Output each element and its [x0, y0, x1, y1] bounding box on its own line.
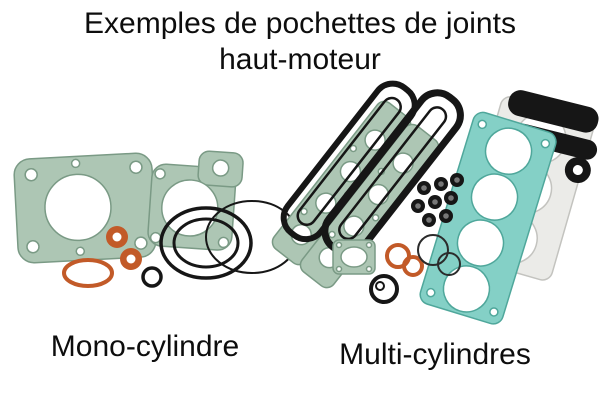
mono-base-gasket [147, 150, 244, 251]
page-title: Exemples de pochettes de joints haut-mot… [0, 6, 600, 78]
multi-o-rings [369, 234, 461, 304]
page-title-line1: Exemples de pochettes de joints [84, 7, 516, 40]
copper-washers [62, 226, 142, 288]
caption-multi-cylindres: Multi-cylindres [339, 338, 531, 371]
mono-cylinder-gasket-set-photo [13, 150, 299, 288]
valve-stem-seals [411, 173, 464, 227]
multi-small-gasket [332, 239, 376, 275]
page-title-line2: haut-moteur [219, 43, 381, 76]
multi-teal-head-gasket [419, 111, 557, 325]
mono-o-rings [141, 200, 299, 288]
multi-cylinder-gasket-set-photo [271, 80, 599, 325]
caption-mono-cylindre: Mono-cylindre [50, 330, 240, 363]
mono-head-gasket [13, 152, 157, 264]
